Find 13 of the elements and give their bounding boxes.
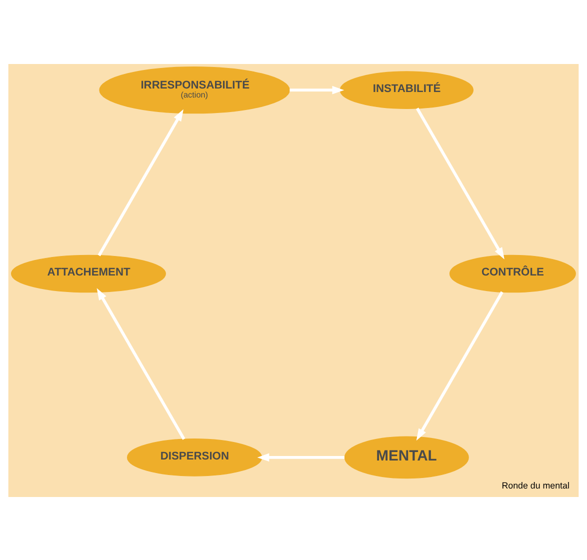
arrow [257,452,344,462]
caption: Ronde du mental [502,480,570,490]
arrow [290,85,344,94]
node-ellipse: IRRESPONSABILITÉ (action) [99,66,290,114]
arrow [96,288,186,440]
node-ellipse: INSTABILITÉ [340,70,474,108]
node-ellipse: MENTAL [344,436,469,478]
node-ellipse: CONTRÔLE [449,254,576,292]
arrow [416,107,504,259]
arrow [98,108,184,256]
node-ellipse: DISPERSION [126,438,262,476]
arrow [416,290,504,440]
node-ellipse: ATTACHEMENT [10,254,166,292]
